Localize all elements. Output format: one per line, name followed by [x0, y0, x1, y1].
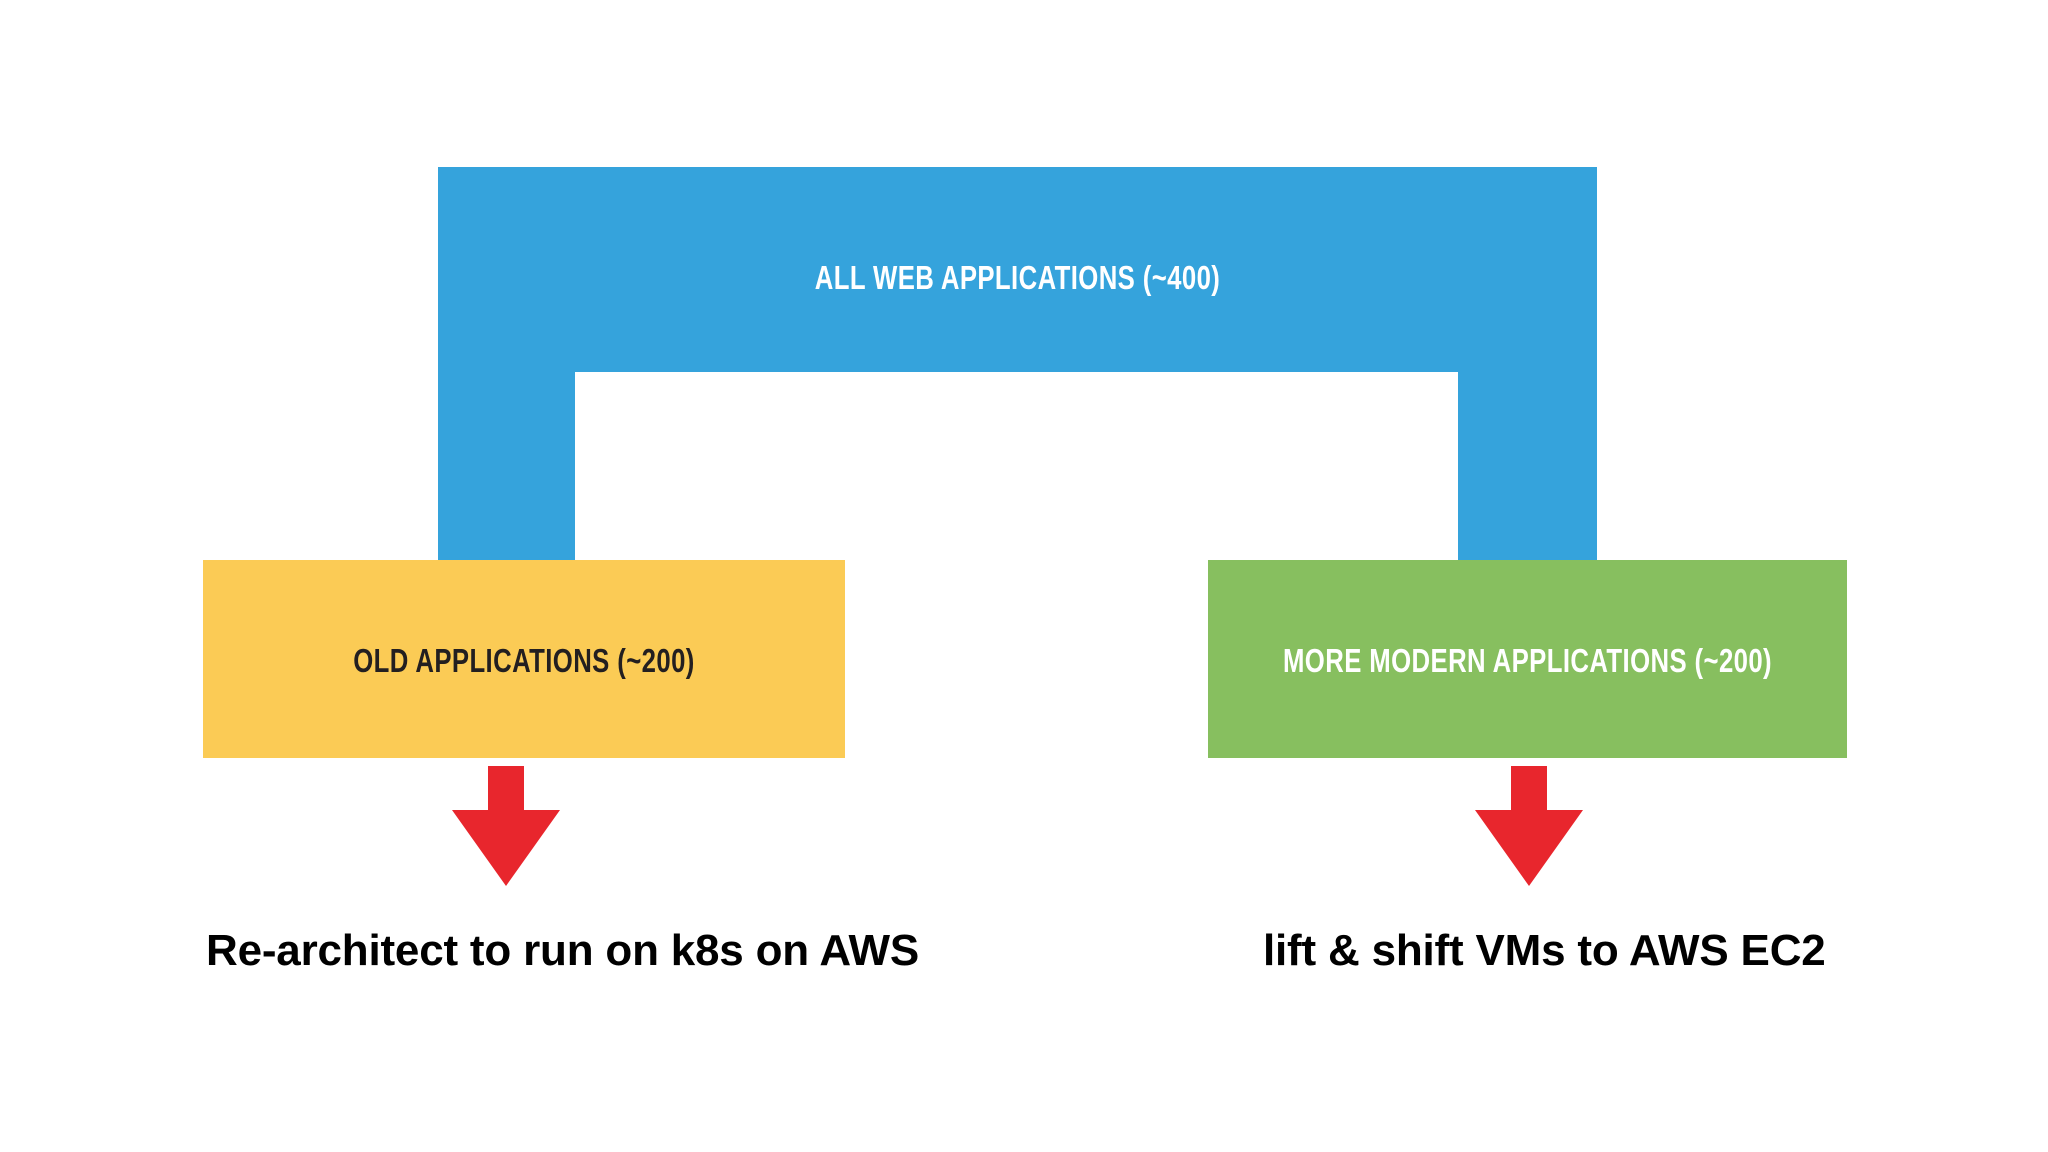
more-modern-applications-box: MORE MODERN APPLICATIONS (~200) — [1208, 560, 1847, 758]
more-modern-applications-label: MORE MODERN APPLICATIONS (~200) — [1282, 642, 1773, 679]
all-web-applications-label: ALL WEB APPLICATIONS (~400) — [814, 259, 1221, 296]
old-applications-box: OLD APPLICATIONS (~200) — [203, 560, 845, 758]
down-arrow-icon-left — [452, 766, 560, 886]
more-modern-applications-caption: lift & shift VMs to AWS EC2 — [1263, 926, 1826, 975]
down-arrow-icon-right — [1475, 766, 1583, 886]
old-applications-label: OLD APPLICATIONS (~200) — [353, 642, 695, 679]
connector-right-leg — [1458, 372, 1597, 560]
connector-left-leg — [438, 372, 575, 560]
all-web-applications-box: ALL WEB APPLICATIONS (~400) — [438, 167, 1597, 372]
old-applications-caption: Re-architect to run on k8s on AWS — [206, 926, 919, 975]
